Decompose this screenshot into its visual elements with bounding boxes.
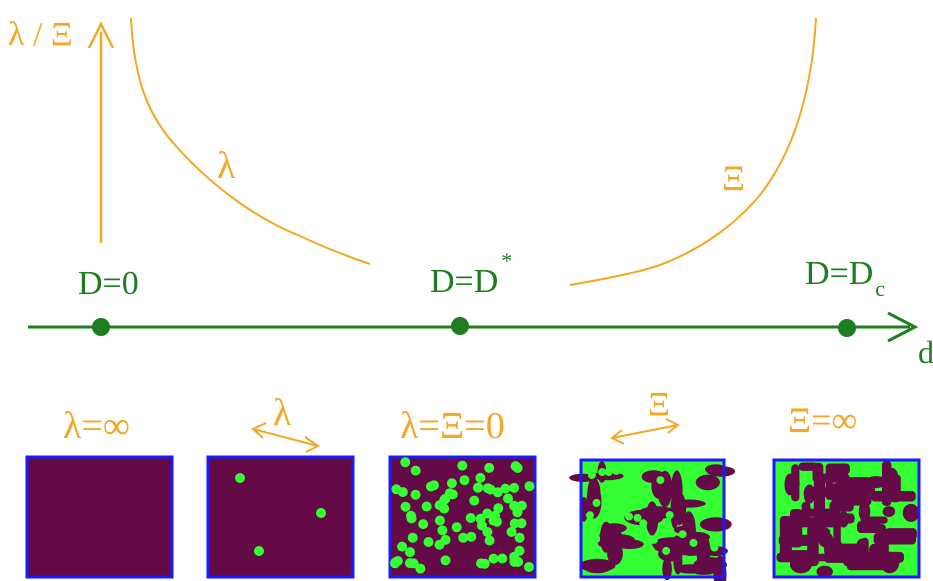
lambda-curve-label: λ <box>217 145 236 187</box>
y-axis-label: λ / Ξ <box>8 16 73 53</box>
panel-4-arrow-label: Ξ <box>648 386 670 423</box>
d-axis-label: d <box>918 334 933 370</box>
xi-curve <box>569 17 817 286</box>
d-axis-arrowhead <box>887 311 919 343</box>
panel-1-box <box>25 455 174 579</box>
panel-3-box <box>388 455 537 579</box>
point-dc-marker <box>838 319 856 337</box>
panel-4-length-arrow <box>610 418 680 445</box>
xi-curve-label: Ξ <box>722 158 745 198</box>
panel-2-box <box>206 455 355 579</box>
panel-2-arrow-label: λ <box>273 392 292 434</box>
panel-4-box <box>569 458 736 581</box>
panel-5-label: Ξ=∞ <box>788 400 857 440</box>
panel-1-label: λ=∞ <box>63 405 130 447</box>
y-axis-arrowhead <box>87 21 115 49</box>
panel-3-label: λ=Ξ=0 <box>400 405 505 447</box>
point-dstar-marker <box>451 317 469 335</box>
point-dc-label: D=Dc <box>805 255 885 301</box>
lambda-curve <box>130 17 371 265</box>
point-d0-marker <box>92 318 110 336</box>
point-d0-label: D=0 <box>78 265 139 302</box>
panel-2-length-arrow <box>251 422 320 453</box>
panel-5-box <box>772 458 921 579</box>
point-dstar-label: D=D* <box>430 248 512 300</box>
